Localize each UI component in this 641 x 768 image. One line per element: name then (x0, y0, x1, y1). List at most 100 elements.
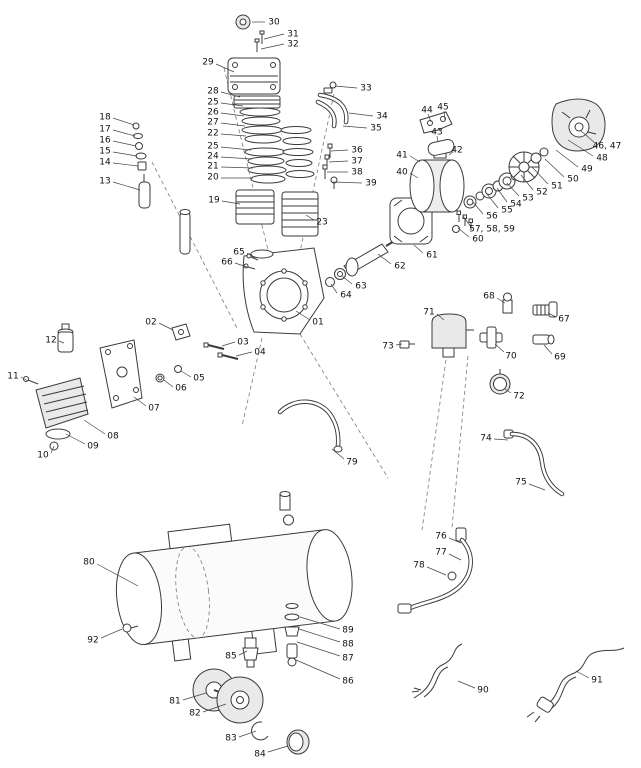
leader-line-24 (220, 156, 253, 160)
wheel-caps (251, 721, 310, 755)
part-label-56: 56 (486, 212, 498, 222)
leader-line-09 (65, 433, 86, 445)
part-label-49: 49 (581, 165, 593, 175)
leader-line-02 (158, 322, 174, 331)
head-bolts (322, 143, 338, 189)
part-label-51: 51 (551, 182, 562, 192)
part-label-13: 13 (99, 177, 110, 187)
leader-line-91 (575, 670, 590, 679)
crankcase (242, 247, 325, 335)
part-label-30: 30 (268, 18, 280, 28)
leader-line-04 (235, 351, 253, 357)
leader-line-31 (263, 33, 285, 40)
motor-end-cover (551, 98, 606, 152)
part-label-43: 43 (431, 128, 442, 138)
leader-line-53 (506, 182, 520, 197)
intake-valve-parts (132, 122, 191, 255)
leader-line-41 (409, 155, 421, 163)
part-label-57-58-59: 57, 58, 59 (469, 225, 515, 235)
part-label-32: 32 (287, 40, 298, 50)
part-label-63: 63 (355, 282, 366, 292)
leader-line-05 (180, 370, 192, 378)
leader-line-79 (331, 448, 345, 460)
leader-line-70 (494, 343, 505, 353)
part-label-08: 08 (107, 432, 119, 442)
tank (115, 514, 353, 662)
leader-line-18 (112, 117, 135, 126)
leader-line-49 (555, 149, 579, 168)
leader-line-11 (20, 376, 29, 382)
leader-line-26 (220, 112, 245, 117)
leader-line-69 (543, 344, 553, 355)
part-label-87: 87 (342, 654, 353, 664)
leader-line-78 (426, 566, 447, 576)
part-label-29: 29 (202, 58, 214, 68)
part-label-40: 40 (396, 168, 408, 178)
leader-line-63 (341, 275, 353, 285)
pump-head-assembly (227, 14, 281, 109)
leader-line-68 (496, 297, 506, 304)
leader-line-51 (531, 166, 549, 185)
leader-line-92 (100, 628, 123, 639)
air-filter-assembly (23, 323, 239, 451)
part-label-73: 73 (382, 342, 393, 352)
part-label-67: 67 (558, 315, 569, 325)
outlet-fitting-stack (284, 603, 300, 667)
leader-line-45 (443, 110, 446, 121)
part-label-44: 44 (421, 106, 433, 116)
breather-tubes (315, 81, 349, 129)
leader-line-74 (493, 438, 509, 441)
leader-line-03 (221, 341, 236, 347)
leader-line-75 (528, 483, 546, 491)
part-label-38: 38 (351, 168, 363, 178)
part-label-72: 72 (513, 392, 524, 402)
leader-line-23 (305, 214, 315, 221)
part-label-01: 01 (312, 318, 323, 328)
part-label-90: 90 (477, 686, 489, 696)
leader-line-56 (472, 201, 484, 215)
leader-line-37 (328, 160, 349, 163)
part-label-16: 16 (99, 136, 111, 146)
part-label-55: 55 (501, 206, 512, 216)
part-label-12: 12 (45, 336, 56, 346)
part-label-53: 53 (522, 194, 533, 204)
leader-line-50 (544, 158, 565, 178)
leader-line-06 (163, 379, 174, 388)
part-label-35: 35 (370, 124, 381, 134)
part-label-71: 71 (423, 308, 434, 318)
part-label-52: 52 (536, 188, 547, 198)
leader-line-65 (246, 252, 256, 259)
leader-line-01 (295, 310, 311, 321)
part-label-89: 89 (342, 626, 354, 636)
part-label-85: 85 (225, 652, 236, 662)
leader-line-29 (215, 63, 235, 73)
motor-housing (409, 149, 465, 213)
exhaust-hose (397, 527, 473, 614)
leader-line-17 (112, 129, 136, 137)
leader-line-72 (504, 388, 512, 394)
leader-line-66 (234, 262, 248, 268)
leader-line-81 (182, 692, 207, 701)
part-label-03: 03 (237, 338, 248, 348)
leader-line-73 (395, 343, 403, 346)
leader-line-87 (296, 641, 341, 657)
leader-line-67 (547, 312, 557, 318)
part-label-28: 28 (207, 87, 219, 97)
handle (277, 399, 343, 511)
part-label-82: 82 (189, 709, 200, 719)
drain-valve (122, 623, 139, 633)
part-label-19: 19 (208, 196, 220, 206)
part-label-09: 09 (87, 442, 99, 452)
leader-line-57-58-59 (462, 215, 472, 228)
part-label-25: 25 (207, 142, 218, 152)
leader-line-21 (220, 166, 254, 169)
leader-line-46-47 (579, 129, 596, 144)
leader-line-13 (112, 181, 141, 191)
part-label-18: 18 (99, 113, 111, 123)
leader-line-82 (202, 703, 227, 713)
leader-line-14 (112, 162, 139, 167)
leader-line-77 (448, 553, 462, 561)
pressure-switch (431, 313, 474, 358)
leader-line-35 (342, 125, 368, 129)
